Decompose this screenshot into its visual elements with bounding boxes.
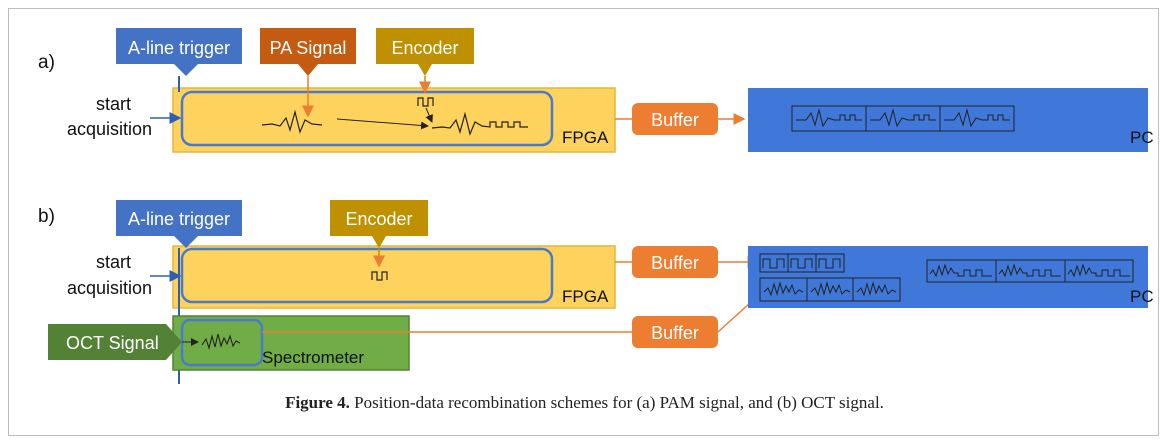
panel-a: a) FPGA A-line trigger PA Signal Encoder…	[38, 28, 1154, 153]
buffer-b-bottom-label: Buffer	[651, 323, 699, 343]
start-b-line1: start	[96, 252, 131, 272]
pc-label-a: PC	[1130, 128, 1154, 147]
encoder-b-pulse-icon	[371, 271, 388, 281]
panel-b-label: b)	[38, 206, 55, 227]
pa-signal-label: PA Signal	[270, 38, 347, 58]
encoder-a-to-signal-arrow	[425, 107, 433, 123]
pa-waveform	[261, 109, 323, 134]
fpga-loop-b	[180, 247, 554, 304]
pc-label-b: PC	[1130, 287, 1154, 306]
pc-a-record-2	[870, 108, 936, 128]
buffer-b-bottom	[632, 316, 718, 348]
oct-waveform	[201, 333, 241, 350]
pa-to-combined-arrow	[336, 118, 429, 130]
encoder-a-label: Encoder	[391, 38, 458, 58]
encoder-b-badge	[330, 200, 428, 248]
buffer-b-top-label: Buffer	[651, 253, 699, 273]
pc-b-oct-records	[763, 281, 897, 297]
oct-signal-label: OCT Signal	[66, 333, 159, 353]
pa-signal-badge	[260, 28, 356, 76]
start-a-line2: acquisition	[67, 119, 152, 139]
pc-a-record-strip	[791, 105, 1015, 132]
aline-trigger-a-label: A-line trigger	[128, 38, 230, 58]
figure-frame	[8, 8, 1159, 436]
pc-block-b	[748, 246, 1148, 308]
pc-b-combined-records	[929, 263, 1130, 278]
combined-waveform-a	[431, 111, 528, 136]
caption-label: Figure 4.	[285, 393, 350, 412]
spectrometer-label: Spectrometer	[262, 348, 364, 367]
caption-text: Position-data recombination schemes for …	[349, 393, 884, 412]
figure-caption: Figure 4. Position-data recombination sc…	[0, 393, 1169, 413]
pc-b-combined-strip	[926, 259, 1134, 283]
fpga-label-a: FPGA	[562, 128, 609, 147]
start-a-line1: start	[96, 94, 131, 114]
pc-a-record-3	[944, 108, 1010, 128]
fpga-block-a	[172, 87, 616, 153]
buffer-a-label: Buffer	[651, 110, 699, 130]
pc-b-encoder-strip	[759, 253, 845, 273]
fpga-block-b	[172, 245, 616, 309]
aline-trigger-b-badge	[116, 200, 242, 248]
start-b-line2: acquisition	[67, 278, 152, 298]
buffer-b-top	[632, 246, 718, 278]
aline-trigger-a-badge	[116, 28, 242, 76]
pc-b-oct-strip	[759, 277, 901, 302]
encoder-a-pulse-icon	[417, 97, 434, 107]
pc-a-record-1	[796, 108, 862, 128]
buffer-a	[632, 103, 718, 135]
pc-b-encoder-records	[762, 258, 841, 269]
fpga-label-b: FPGA	[562, 287, 609, 306]
encoder-a-badge	[376, 28, 474, 76]
panel-b: b) FPGA A-line trigger Encoder start acq…	[38, 200, 1154, 384]
encoder-b-label: Encoder	[345, 209, 412, 229]
oct-signal-badge	[48, 324, 182, 360]
spectrometer-block	[172, 315, 410, 371]
panel-a-label: a)	[38, 52, 55, 73]
aline-trigger-b-label: A-line trigger	[128, 209, 230, 229]
fpga-loop-a	[180, 90, 554, 147]
